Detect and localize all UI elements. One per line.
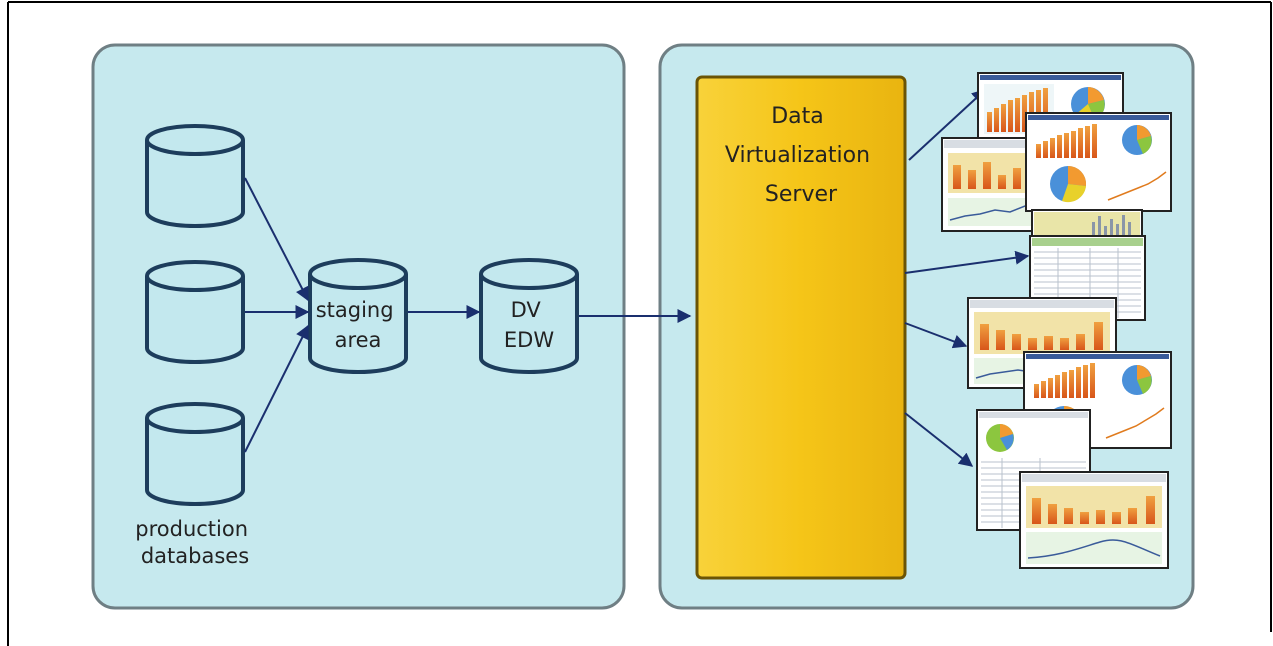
server-label-line-3: Server [765, 182, 838, 207]
production-databases-label: production databases [135, 517, 254, 568]
arrow-db1-to-staging [244, 177, 309, 302]
arrow-server-to-report-group-4 [904, 412, 974, 467]
staging-area-label: staging area [316, 298, 401, 352]
arrow-db3-to-staging [244, 324, 309, 453]
production-label-line-1: production [135, 517, 248, 541]
dv-edw-label-line-2: EDW [504, 328, 554, 352]
dv-edw-database-icon [479, 258, 579, 374]
staging-label-line-2: area [335, 328, 382, 352]
server-label-line-1: Data [771, 104, 824, 129]
arrow-server-to-report-group-2 [904, 250, 1030, 274]
server-label-line-2: Virtualization [725, 143, 870, 168]
production-database-1-icon [145, 124, 245, 228]
production-database-2-icon [145, 260, 245, 364]
arrow-server-to-report-group-3 [904, 322, 968, 349]
data-virtualization-server-box [695, 75, 907, 580]
staging-area-database-icon [308, 258, 408, 374]
dv-edw-label: DV EDW [504, 298, 554, 352]
dv-edw-label-line-1: DV [511, 298, 542, 322]
dashboard-report-thumbnail-3 [1025, 112, 1172, 212]
arrow-server-to-report-group-1 [908, 89, 987, 161]
staging-label-line-1: staging [316, 298, 394, 322]
production-database-3-icon [145, 402, 245, 506]
dashboard-report-thumbnail-9 [1019, 471, 1169, 569]
production-label-line-2: databases [141, 544, 249, 568]
server-label: Data Virtualization Server [725, 104, 877, 207]
